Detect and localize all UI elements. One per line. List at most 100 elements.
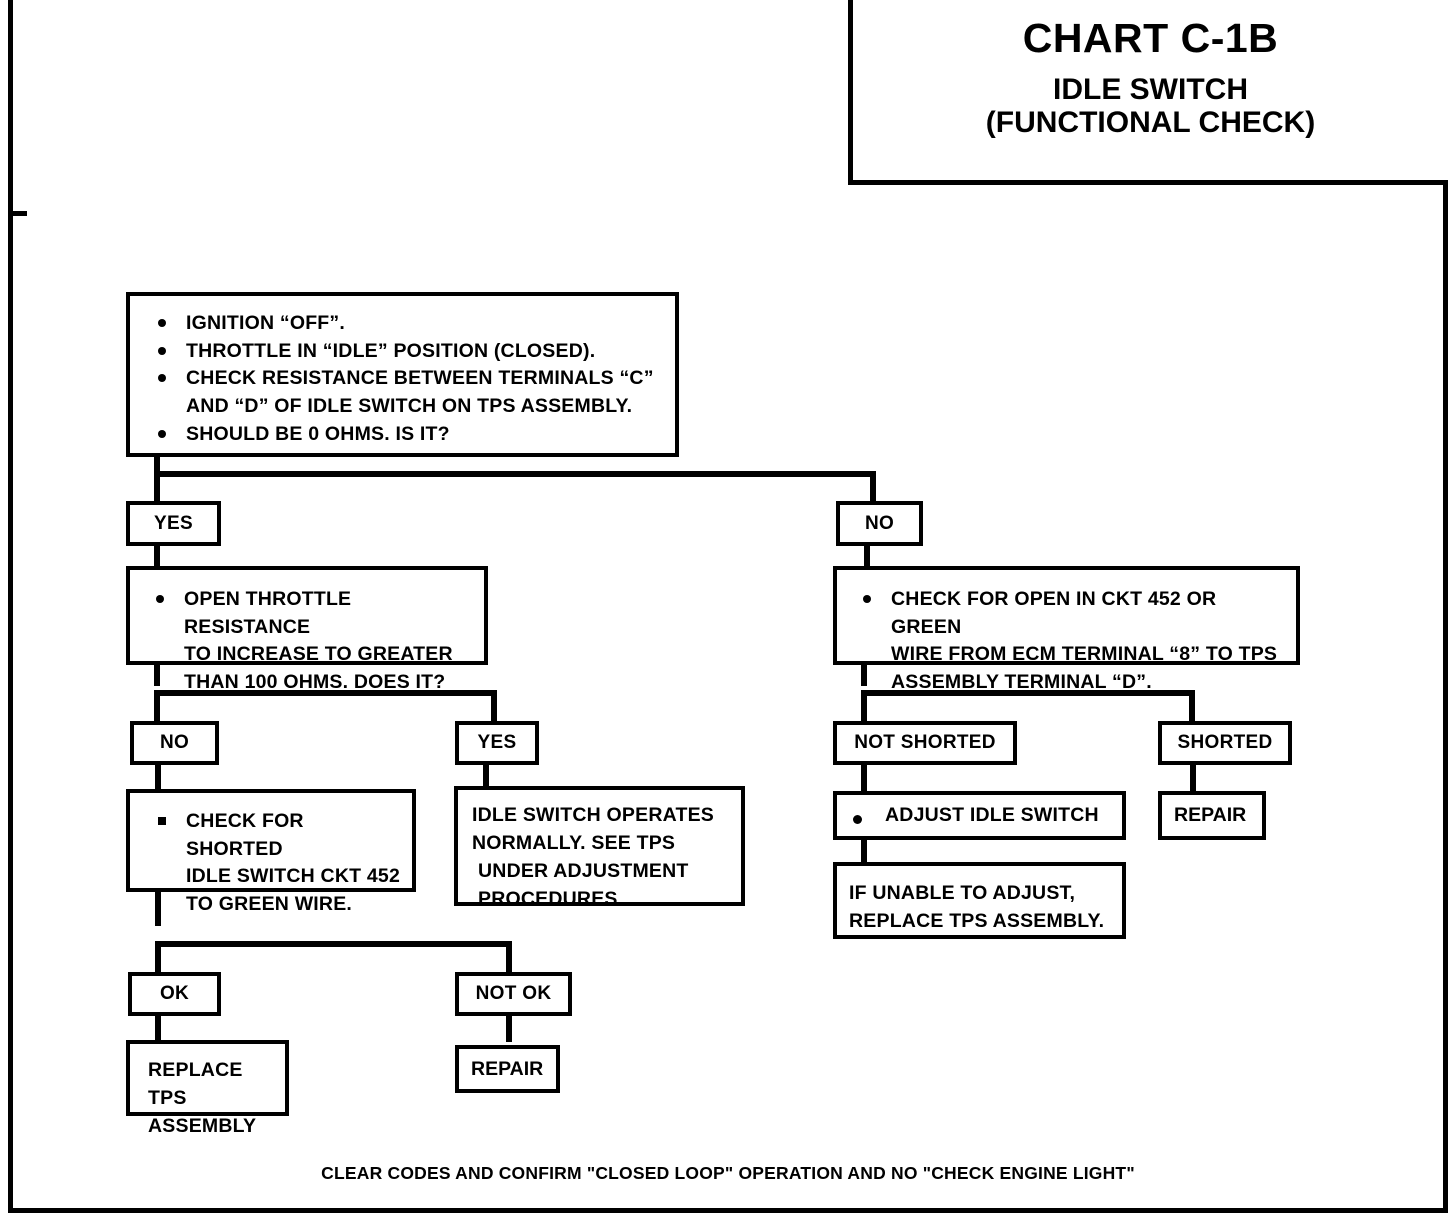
start-item-text: THROTTLE IN “IDLE” POSITION (CLOSED).: [186, 339, 596, 362]
connector-start-stem: [154, 457, 160, 477]
list-item: CHECK FOR OPEN IN CKT 452 OR GREEN: [849, 586, 1288, 641]
list-item: IGNITION “OFF”.: [144, 310, 665, 338]
connector-start-horizontal: [154, 471, 876, 477]
bullet-icon: [156, 595, 164, 603]
action-line: WIRE FROM ECM TERMINAL “8” TO TPS: [891, 643, 1278, 666]
result-line: PROCEDURES: [478, 888, 618, 911]
action-line: ADJUST IDLE SWITCH: [885, 804, 1099, 826]
action-line: CHECK FOR OPEN IN CKT 452 OR GREEN: [891, 588, 1217, 638]
bullet-icon: [158, 319, 166, 327]
check-open-ckt452-box: CHECK FOR OPEN IN CKT 452 OR GREEN WIRE …: [833, 566, 1300, 693]
result-line: NORMALLY. SEE TPS: [472, 832, 676, 855]
start-instruction-list: IGNITION “OFF”. THROTTLE IN “IDLE” POSIT…: [144, 310, 665, 448]
list-item: CHECK RESISTANCE BETWEEN TERMINALS “C”: [144, 365, 665, 393]
list-item: SHOULD BE 0 OHMS. IS IT?: [144, 421, 665, 449]
open-throttle-question-box: OPEN THROTTLE RESISTANCE TO INCREASE TO …: [126, 566, 488, 693]
result-line: REPLACE TPS: [148, 1059, 243, 1110]
connector-shorted-stem: [1190, 763, 1196, 791]
adjust-idle-switch-box: ADJUST IDLE SWITCH: [833, 791, 1126, 840]
start-instruction-box: IGNITION “OFF”. THROTTLE IN “IDLE” POSIT…: [126, 292, 679, 457]
connector-yes2-stem: [483, 763, 489, 788]
list-item-continuation: TO GREEN WIRE.: [144, 891, 404, 919]
connector-q3-horizontal: [155, 941, 512, 947]
branch-label-not-ok: NOT OK: [455, 972, 572, 1016]
connector-no2-stem: [155, 763, 161, 791]
chart-title-block: CHART C-1B IDLE SWITCH (FUNCTIONAL CHECK…: [848, 0, 1448, 185]
start-item-text: AND “D” OF IDLE SWITCH ON TPS ASSEMBLY.: [186, 395, 633, 418]
action-line: ASSEMBLY TERMINAL “D”.: [891, 671, 1152, 694]
connector-start-to-yes: [154, 471, 160, 504]
connector-start-to-no: [870, 471, 876, 504]
question-line: TO INCREASE TO GREATER: [184, 643, 453, 666]
connector-not-ok-stem: [506, 1014, 512, 1042]
check-open-list: CHECK FOR OPEN IN CKT 452 OR GREEN WIRE …: [849, 586, 1288, 697]
list-item-continuation: AND “D” OF IDLE SWITCH ON TPS ASSEMBLY.: [144, 393, 665, 421]
branch-label-no-2: NO: [130, 721, 219, 765]
bullet-icon: [158, 346, 166, 355]
result-line: IDLE SWITCH OPERATES: [472, 804, 714, 826]
result-line: REPAIR: [471, 1057, 544, 1080]
chart-subtitle-secondary: (FUNCTIONAL CHECK): [985, 105, 1316, 139]
not-ok-repair-box: REPAIR: [455, 1045, 560, 1093]
start-item-text: SHOULD BE 0 OHMS. IS IT?: [186, 422, 450, 445]
branch-label-shorted: SHORTED: [1158, 721, 1292, 765]
connector-q2-to-no: [154, 690, 160, 723]
connector-q3-to-not-ok: [506, 941, 512, 974]
page-border-tick: [13, 211, 27, 216]
branch-label-ok: OK: [128, 972, 221, 1016]
connector-r1-stem: [861, 664, 867, 686]
start-item-text: CHECK RESISTANCE BETWEEN TERMINALS “C”: [186, 367, 654, 390]
branch-label-not-shorted: NOT SHORTED: [833, 721, 1017, 765]
idle-switch-normal-box: IDLE SWITCH OPERATES NORMALLY. SEE TPS U…: [454, 786, 745, 910]
connector-q2-stem: [154, 664, 160, 686]
chart-subtitle: IDLE SWITCH: [1053, 73, 1248, 107]
bullet-icon: [158, 429, 166, 438]
result-line: ASSEMBLY: [148, 1115, 257, 1138]
shorted-repair-box: REPAIR: [1158, 791, 1266, 840]
bullet-icon: [853, 815, 862, 824]
check-shorted-list: CHECK FOR SHORTED IDLE SWITCH CKT 452 TO…: [144, 808, 404, 919]
bullet-icon: [863, 595, 871, 603]
connector-adjust-stem: [861, 838, 867, 864]
list-item: THROTTLE IN “IDLE” POSITION (CLOSED).: [144, 338, 665, 366]
start-item-text: IGNITION “OFF”.: [186, 312, 345, 334]
result-line: REPLACE TPS ASSEMBLY.: [849, 910, 1105, 933]
list-item-continuation: TO INCREASE TO GREATER: [142, 641, 476, 669]
list-item-continuation: WIRE FROM ECM TERMINAL “8” TO TPS: [849, 641, 1288, 669]
connector-q3-stem: [155, 890, 161, 926]
branch-label-no: NO: [836, 501, 923, 546]
branch-label-yes: YES: [126, 501, 221, 546]
connector-q2-to-yes: [491, 690, 497, 723]
chart-id: CHART C-1B: [1022, 15, 1279, 61]
list-item: CHECK FOR SHORTED: [144, 808, 404, 863]
list-item: OPEN THROTTLE RESISTANCE: [142, 586, 476, 641]
result-line: UNDER ADJUSTMENT: [478, 860, 689, 883]
list-item-continuation: IDLE SWITCH CKT 452: [144, 863, 404, 891]
action-line: TO GREEN WIRE.: [186, 893, 353, 916]
question-line: OPEN THROTTLE RESISTANCE: [184, 588, 352, 638]
connector-r1-horizontal: [861, 690, 1195, 696]
result-line: REPAIR: [1174, 804, 1247, 826]
connector-q2-horizontal: [154, 690, 497, 696]
question-line: THAN 100 OHMS. DOES IT?: [184, 671, 446, 694]
footer-note: CLEAR CODES AND CONFIRM "CLOSED LOOP" OP…: [321, 1163, 1135, 1183]
check-shorted-box: CHECK FOR SHORTED IDLE SWITCH CKT 452 TO…: [126, 789, 416, 915]
branch-label-yes-2: YES: [455, 721, 539, 765]
result-line: IF UNABLE TO ADJUST,: [849, 882, 1076, 904]
action-line: CHECK FOR SHORTED: [186, 810, 304, 860]
connector-q3-to-ok: [155, 941, 161, 974]
connector-yes-stem: [154, 544, 160, 568]
page-border: [8, 0, 1448, 1213]
list-item-continuation: ASSEMBLY TERMINAL “D”.: [849, 669, 1288, 697]
list-item-continuation: THAN 100 OHMS. DOES IT?: [142, 669, 476, 697]
if-unable-adjust-box: IF UNABLE TO ADJUST, REPLACE TPS ASSEMBL…: [833, 862, 1126, 939]
replace-tps-box: REPLACE TPS ASSEMBLY: [126, 1040, 289, 1137]
action-line: IDLE SWITCH CKT 452: [186, 865, 400, 888]
connector-not-shorted-stem: [861, 763, 867, 791]
connector-ok-stem: [155, 1014, 161, 1042]
bullet-icon: [158, 374, 166, 383]
open-throttle-list: OPEN THROTTLE RESISTANCE TO INCREASE TO …: [142, 586, 476, 697]
connector-no-stem: [864, 544, 870, 568]
connector-r1-to-not-shorted: [861, 690, 867, 723]
connector-r1-to-shorted: [1189, 690, 1195, 723]
